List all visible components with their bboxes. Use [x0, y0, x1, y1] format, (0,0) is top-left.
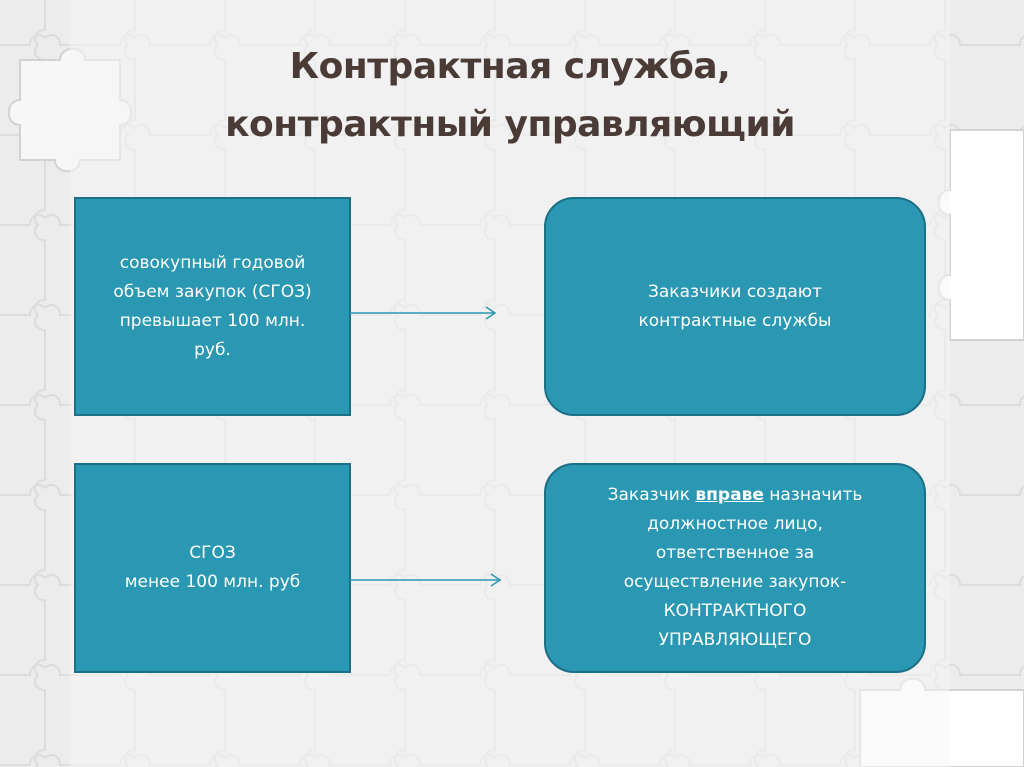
box-text-segment: Заказчик [607, 485, 696, 505]
box-text-line: КОНТРАКТНОГО [663, 601, 807, 621]
result-box-contract-service: Заказчики создают контрактные службы [544, 197, 926, 416]
box-text-line: руб. [194, 339, 231, 360]
box-text-line: превышает 100 млн. [119, 310, 306, 331]
box-text-line: Заказчик вправе назначить [608, 481, 863, 510]
box-text-line: ответственное за [655, 543, 815, 563]
emphasis-text: вправе [695, 485, 764, 505]
box-text-line: контрактные службы [638, 310, 832, 331]
box-text-line: СГОЗ [189, 543, 236, 563]
box-text-line: УПРАВЛЯЮЩЕГО [658, 630, 812, 650]
condition-box-over-100m: совокупный годовой объем закупок (СГОЗ) … [74, 197, 351, 416]
box-text-line: менее 100 млн. руб [124, 572, 301, 592]
result-box-contract-manager: Заказчик вправе назначить должностное ли… [544, 463, 926, 673]
box-text-line: объем закупок (СГОЗ) [113, 281, 312, 302]
box-text-line: должностное лицо, [647, 514, 823, 534]
title-line-1: Контрактная служба, [289, 46, 731, 87]
box-text-line: Заказчики создают [647, 281, 823, 302]
box-text-segment: назначить [763, 485, 863, 505]
slide-title: Контрактная служба, контрактный управляю… [150, 38, 870, 154]
puzzle-gap-right [937, 129, 1024, 341]
box-text-line: осуществление закупок- [623, 572, 847, 592]
title-line-2: контрактный управляющий [225, 104, 795, 145]
arrow-bottom [350, 573, 502, 587]
box-text-line: совокупный годовой [119, 252, 306, 273]
condition-box-under-100m: СГОЗ менее 100 млн. руб [74, 463, 351, 673]
arrow-top [350, 306, 497, 320]
